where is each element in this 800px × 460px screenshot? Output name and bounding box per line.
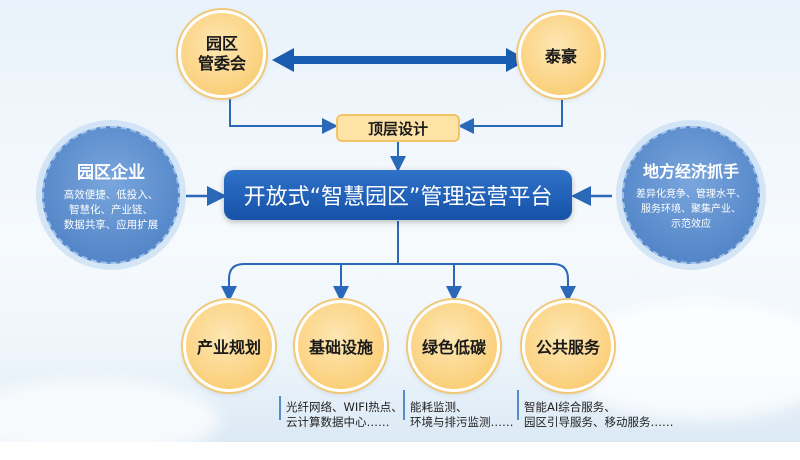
industry-planning-node: 产业规划	[183, 300, 275, 392]
public-services-subtext: 智能AI综合服务、 园区引导服务、移动服务……	[524, 400, 674, 430]
green-subtext-line: 能耗监测、	[410, 400, 468, 414]
park-enterprise-line: 数据共享、应用扩展	[63, 218, 159, 231]
local-economy-title: 地方经济抓手	[642, 162, 739, 181]
public-services-label: 公共服务	[535, 338, 600, 357]
connector-lines	[186, 48, 612, 420]
park-committee-label-1: 园区	[205, 34, 238, 53]
park-enterprise-title: 园区企业	[77, 162, 145, 183]
green-low-carbon-label: 绿色低碳	[421, 338, 486, 357]
local-economy-node: 地方经济抓手 差异化竞争、管理水平、 服务环境、聚集产业、 示范效应	[622, 126, 760, 264]
taihao-node: 泰豪	[518, 12, 604, 98]
platform-box: 开放式“智慧园区”管理运营平台	[224, 170, 572, 220]
green-low-carbon-node: 绿色低碳	[408, 300, 500, 392]
public-services-node: 公共服务	[522, 300, 614, 392]
green-subtext: 能耗监测、 环境与排污监测……	[410, 400, 514, 430]
platform-label: 开放式“智慧园区”管理运营平台	[243, 185, 553, 210]
connector-arrow	[458, 96, 563, 134]
infrastructure-subtext-line: 光纤网络、WIFI热点、	[286, 400, 403, 414]
park-enterprise-line: 智慧化、产业链、	[69, 203, 153, 216]
infrastructure-label: 基础设施	[308, 338, 373, 357]
connector-arrow	[229, 96, 338, 134]
infrastructure-subtext-line: 云计算数据中心……	[286, 415, 390, 429]
industry-planning-label: 产业规划	[196, 338, 261, 357]
green-subtext-line: 环境与排污监测……	[410, 415, 514, 429]
infrastructure-subtext: 光纤网络、WIFI热点、 云计算数据中心……	[286, 400, 403, 430]
top-design-box: 顶层设计	[336, 114, 460, 142]
taihao-label: 泰豪	[544, 47, 577, 66]
park-committee-node: 园区 管委会	[178, 10, 266, 98]
public-services-subtext-line: 园区引导服务、移动服务……	[524, 415, 674, 429]
double-arrow	[272, 48, 528, 72]
local-economy-line: 服务环境、聚集产业、	[641, 204, 741, 215]
park-committee-label-2: 管委会	[197, 54, 246, 73]
park-enterprise-line: 高效便捷、低投入、	[63, 188, 159, 201]
top-design-label: 顶层设计	[367, 119, 428, 138]
public-services-subtext-line: 智能AI综合服务、	[524, 400, 616, 414]
infrastructure-node: 基础设施	[295, 300, 387, 392]
park-enterprise-node: 园区企业 高效便捷、低投入、 智慧化、产业链、 数据共享、应用扩展	[42, 126, 180, 264]
local-economy-line: 示范效应	[671, 219, 711, 230]
local-economy-line: 差异化竞争、管理水平、	[636, 189, 746, 200]
